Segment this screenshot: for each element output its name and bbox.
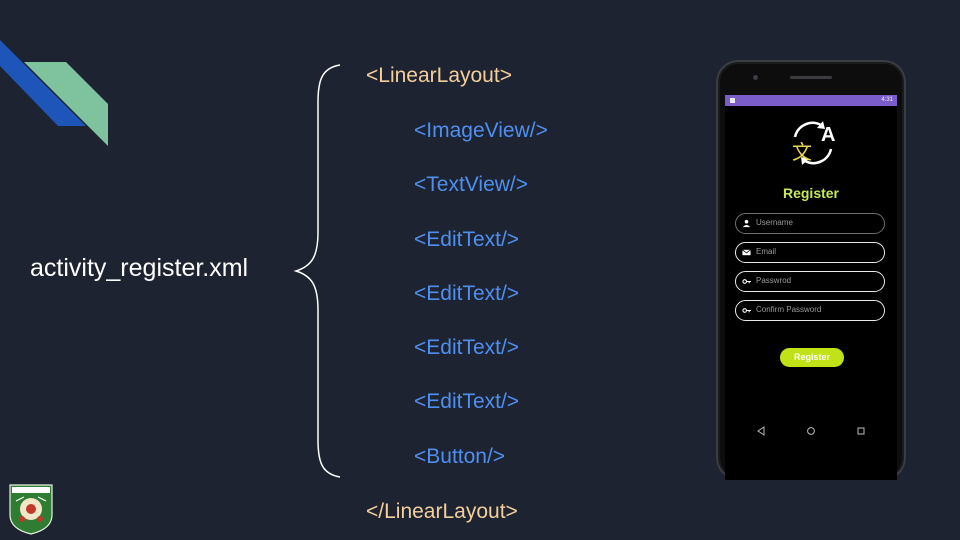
person-icon [742,219,751,228]
corner-decoration [0,40,108,146]
child-tag-edittext: <EditText/> [414,228,520,251]
translate-icon: A 文 [792,121,835,165]
speaker-grille [790,76,832,79]
child-tag-edittext: <EditText/> [414,390,520,413]
child-tag-imageview: <ImageView/> [414,119,548,142]
child-tag-edittext: <EditText/> [414,336,520,359]
username-placeholder: Username [756,218,793,227]
filename-label: activity_register.xml [30,254,249,282]
child-tag-button: <Button/> [414,445,506,468]
register-title: Register [782,185,840,201]
email-field[interactable]: Email [735,242,885,263]
status-time: 4:31 [881,97,893,103]
child-tag-edittext: <EditText/> [414,282,520,305]
username-field[interactable]: Username [735,213,885,234]
svg-text:A: A [821,124,835,146]
key-icon [742,279,751,284]
home-icon[interactable] [806,426,816,436]
child-tag-textview: <TextView/> [414,173,529,196]
close-tag: </LinearLayout> [366,500,518,523]
svg-text:文: 文 [792,140,812,164]
password-field[interactable]: Passwrod [735,271,885,292]
recents-icon[interactable] [856,426,866,436]
register-button[interactable]: Register [780,348,844,367]
phone-screen: 4:31 A 文 Register Username [725,95,897,480]
password-placeholder: Passwrod [756,276,792,285]
confirm-password-field[interactable]: Confirm Password [735,300,885,321]
confirm-password-placeholder: Confirm Password [756,305,822,314]
camera-icon [753,75,758,80]
university-logo [9,484,53,535]
key-icon [742,308,751,313]
notification-icon [730,98,735,103]
curly-brace [293,64,341,478]
phone-mockup: 4:31 A 文 Register Username [716,60,906,480]
status-bar: 4:31 [725,95,897,106]
mail-icon [742,249,751,256]
email-placeholder: Email [756,247,777,256]
back-icon[interactable] [756,426,766,436]
open-tag: <LinearLayout> [366,64,512,87]
